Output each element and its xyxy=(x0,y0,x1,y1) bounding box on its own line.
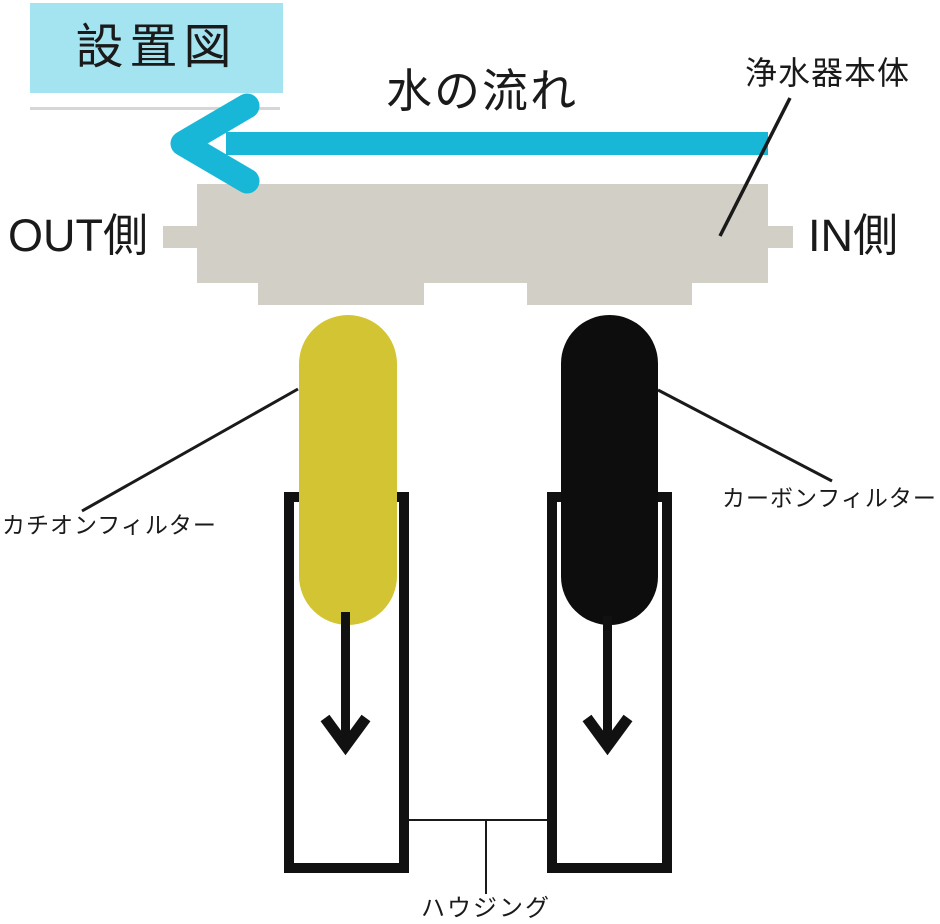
purifier-body-label: 浄水器本体 xyxy=(745,55,911,91)
housing-label: ハウジング xyxy=(421,895,551,922)
in-side-label: IN側 xyxy=(808,210,899,261)
title-underline xyxy=(30,107,280,110)
cation-filter xyxy=(299,315,397,625)
water-flow-label: 水の流れ xyxy=(386,65,578,117)
purifier-body xyxy=(197,184,768,283)
body-right-mount-tab xyxy=(527,283,692,305)
in-port xyxy=(768,226,793,248)
water-flow-arrow-icon xyxy=(170,93,768,194)
out-port xyxy=(163,226,197,248)
out-side-label: OUT側 xyxy=(8,210,148,261)
title-box: 設置図 xyxy=(30,3,283,93)
carbon-filter xyxy=(561,315,658,625)
page-title: 設置図 xyxy=(75,21,238,74)
carbon-filter-leader-line xyxy=(657,388,833,483)
cation-filter-label: カチオンフィルター xyxy=(2,512,217,538)
cation-filter-leader-line xyxy=(81,387,299,513)
body-left-mount-tab xyxy=(258,283,424,305)
carbon-filter-label: カーボンフィルター xyxy=(722,485,937,511)
housing-leader-line xyxy=(409,819,547,894)
